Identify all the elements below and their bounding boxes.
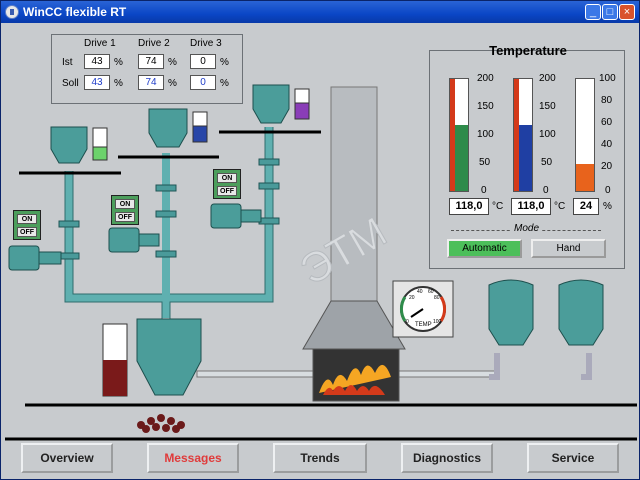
scale-tick: 150 — [539, 101, 556, 112]
off-button[interactable]: OFF — [115, 212, 135, 222]
process-diagram: 20 40 60 80 0 100 TEMP ЭТМ — [5, 84, 637, 441]
on-button[interactable]: ON — [115, 199, 135, 209]
level-indicators — [92, 88, 310, 161]
hand-button[interactable]: Hand — [531, 239, 606, 258]
scale-tick: 50 — [541, 157, 553, 168]
drive-1-header: Drive 1 — [84, 38, 116, 49]
drive-3-switch[interactable]: ON OFF — [213, 169, 241, 199]
off-button[interactable]: OFF — [17, 227, 37, 237]
ist-label: Ist — [62, 57, 73, 68]
maximize-button[interactable]: □ — [602, 4, 618, 20]
dial-tick-label: 0 — [406, 319, 409, 325]
drive-2-switch[interactable]: ON OFF — [111, 195, 139, 225]
material-pile — [137, 414, 185, 433]
chimney — [302, 86, 406, 402]
drive-1-ist-value: 43 — [84, 54, 110, 69]
thermometer-2 — [513, 78, 533, 192]
tanks — [488, 279, 604, 346]
dial-tick-label: 60 — [428, 289, 434, 295]
temperature-dial: 20 40 60 80 0 100 TEMP — [392, 280, 454, 338]
scale-tick: 40 — [601, 139, 613, 150]
window-title: WinCC flexible RT — [23, 5, 127, 19]
temp-1-unit: °C — [492, 201, 504, 212]
scale-tick: 150 — [477, 101, 494, 112]
unit-label: % — [220, 57, 229, 68]
scale-tick: 200 — [477, 73, 494, 84]
drive-3-header: Drive 3 — [190, 38, 222, 49]
nav-overview-button[interactable]: Overview — [21, 443, 113, 473]
nav-messages-button[interactable]: Messages — [147, 443, 239, 473]
platforms — [19, 130, 321, 175]
soll-label: Soll — [62, 78, 79, 89]
scale-tick: 60 — [601, 117, 613, 128]
temperature-panel: Temperature — [429, 43, 625, 269]
mode-label: Mode — [511, 223, 543, 234]
scale-tick: 200 — [539, 73, 556, 84]
unit-label: % — [168, 57, 177, 68]
unit-label: % — [114, 57, 123, 68]
scale-tick: 0 — [481, 185, 487, 196]
drive-2-header: Drive 2 — [138, 38, 170, 49]
on-button[interactable]: ON — [17, 214, 37, 224]
thermometer-1 — [449, 78, 469, 192]
drive-3-soll-input[interactable]: 0 — [190, 75, 216, 90]
app-icon — [5, 5, 19, 19]
dial-tick-label: 80 — [434, 295, 440, 301]
scale-tick: 80 — [601, 95, 613, 106]
scale-tick: 100 — [539, 129, 556, 140]
temp-2-value: 118,0 — [511, 198, 551, 215]
off-button[interactable]: OFF — [217, 186, 237, 196]
scale-tick: 100 — [599, 73, 616, 84]
minimize-button[interactable]: _ — [585, 4, 601, 20]
close-button[interactable]: × — [619, 4, 635, 20]
unit-label: % — [168, 78, 177, 89]
level-3-value: 24 — [573, 198, 599, 215]
scale-tick: 100 — [477, 129, 494, 140]
on-button[interactable]: ON — [217, 173, 237, 183]
motors — [8, 203, 262, 271]
unit-label: % — [220, 78, 229, 89]
level-bar-3 — [575, 78, 595, 192]
unit-label: % — [114, 78, 123, 89]
nav-trends-button[interactable]: Trends — [273, 443, 367, 473]
scale-tick: 0 — [543, 185, 549, 196]
nav-service-button[interactable]: Service — [527, 443, 619, 473]
pipe-flanges — [58, 158, 280, 260]
dial-tick-label: 20 — [409, 295, 415, 301]
conveyor-line — [5, 403, 637, 441]
dial-label: TEMP — [415, 322, 432, 328]
drive-2-ist-value: 74 — [138, 54, 164, 69]
drive-panel: Drive 1 Drive 2 Drive 3 Ist Soll 43 % 74… — [51, 34, 243, 104]
level-3-unit: % — [603, 201, 612, 212]
temp-2-unit: °C — [554, 201, 566, 212]
silos — [50, 84, 290, 164]
drive-1-switch[interactable]: ON OFF — [13, 210, 41, 240]
dial-tick-label: 40 — [417, 289, 423, 295]
title-bar: WinCC flexible RT _ □ × — [1, 1, 639, 23]
scale-tick: 20 — [601, 161, 613, 172]
automatic-button[interactable]: Automatic — [447, 239, 522, 258]
drive-2-soll-input[interactable]: 74 — [138, 75, 164, 90]
drive-3-ist-value: 0 — [190, 54, 216, 69]
scale-tick: 0 — [605, 185, 611, 196]
temperature-title: Temperature — [489, 43, 567, 58]
dial-tick-label: 100 — [433, 319, 442, 325]
nav-diagnostics-button[interactable]: Diagnostics — [401, 443, 493, 473]
scale-tick: 50 — [479, 157, 491, 168]
temp-1-value: 118,0 — [449, 198, 489, 215]
drive-1-soll-input[interactable]: 43 — [84, 75, 110, 90]
